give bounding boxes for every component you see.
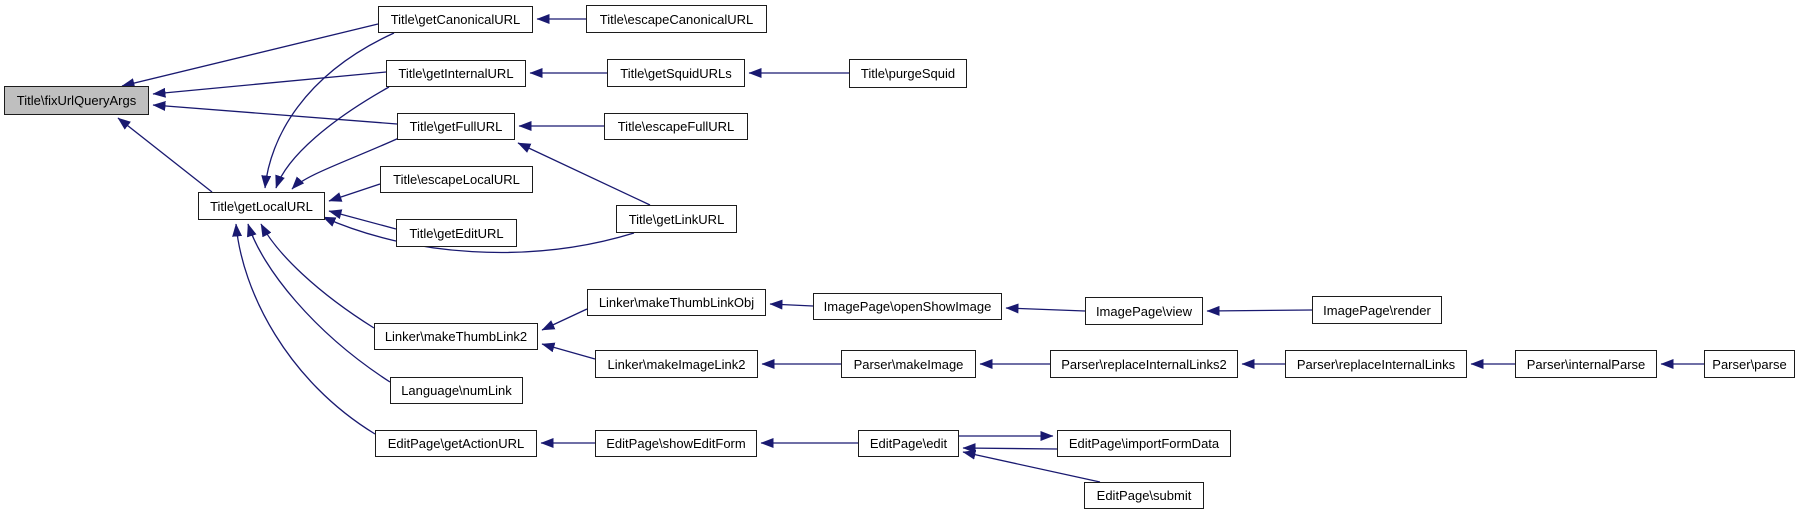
graph-node-makeImage[interactable]: Parser\makeImage	[841, 350, 976, 378]
graph-node-parse[interactable]: Parser\parse	[1704, 350, 1795, 378]
graph-node-label: Title\getLocalURL	[210, 198, 313, 214]
edge-getFullURL-to-getLocalURL	[291, 137, 400, 190]
graph-node-replaceInternalLinks[interactable]: Parser\replaceInternalLinks	[1285, 350, 1467, 378]
edge-importFormData-to-edit	[962, 443, 1058, 454]
graph-node-numLink[interactable]: Language\numLink	[390, 377, 523, 404]
graph-node-label: Linker\makeThumbLinkObj	[598, 295, 755, 310]
graph-node-label: EditPage\getActionURL	[387, 436, 525, 451]
graph-node-label: Title\getEditURL	[409, 225, 504, 241]
graph-node-render[interactable]: ImagePage\render	[1312, 296, 1442, 324]
edge-escapeLocalURL-to-getLocalURL	[328, 183, 381, 202]
graph-node-label: Title\getSquidURLs	[620, 65, 732, 81]
graph-node-makeThumbLink2[interactable]: Linker\makeThumbLink2	[374, 323, 538, 350]
graph-node-label: Parser\makeImage	[853, 356, 964, 372]
graph-node-getEditURL[interactable]: Title\getEditURL	[396, 219, 517, 247]
graph-node-getCanonicalURL[interactable]: Title\getCanonicalURL	[378, 6, 533, 33]
graph-node-label: Linker\makeImageLink2	[607, 356, 746, 372]
edge-makeThumbLinkObj-to-makeThumbLink2	[541, 308, 588, 331]
graph-node-getFullURL[interactable]: Title\getFullURL	[397, 113, 515, 140]
graph-node-openShowImage[interactable]: ImagePage\openShowImage	[813, 293, 1002, 320]
edge-makeThumbLink2-to-getLocalURL	[260, 223, 375, 329]
graph-node-escapeLocalURL[interactable]: Title\escapeLocalURL	[380, 166, 533, 193]
graph-node-replaceInternalLinks2[interactable]: Parser\replaceInternalLinks2	[1050, 350, 1238, 378]
graph-node-label: Parser\parse	[1712, 356, 1787, 372]
graph-node-label: EditPage\edit	[869, 436, 948, 451]
graph-node-label: Parser\internalParse	[1526, 356, 1646, 372]
graph-node-label: Title\escapeLocalURL	[393, 172, 520, 187]
edge-getFullURL-to-fixUrlQueryArgs	[152, 100, 398, 125]
graph-node-purgeSquid[interactable]: Title\purgeSquid	[849, 59, 967, 88]
graph-node-escapeFullURL[interactable]: Title\escapeFullURL	[604, 113, 748, 140]
graph-node-label: Title\getInternalURL	[398, 66, 514, 81]
edge-getInternalURL-to-fixUrlQueryArgs	[152, 71, 387, 98]
edge-getEditURL-to-getLocalURL	[328, 209, 397, 230]
graph-node-label: Title\fixUrlQueryArgs	[16, 93, 137, 108]
graph-node-label: Language\numLink	[401, 383, 512, 398]
graph-node-getSquidURLs[interactable]: Title\getSquidURLs	[607, 59, 745, 87]
edge-getLinkURL-to-getLocalURL	[322, 216, 635, 254]
graph-node-label: Linker\makeThumbLink2	[384, 329, 528, 344]
graph-node-getInternalURL[interactable]: Title\getInternalURL	[386, 60, 526, 87]
graph-node-label: Parser\replaceInternalLinks	[1296, 356, 1456, 372]
graph-node-makeImageLink2[interactable]: Linker\makeImageLink2	[595, 350, 758, 378]
graph-node-label: Title\getCanonicalURL	[390, 12, 521, 27]
graph-node-label: EditPage\importFormData	[1068, 436, 1220, 451]
graph-node-label: ImagePage\render	[1323, 302, 1431, 318]
graph-node-edit[interactable]: EditPage\edit	[858, 430, 959, 457]
edge-makeImageLink2-to-makeThumbLink2	[541, 342, 596, 360]
edge-render-to-view	[1206, 305, 1313, 316]
edge-view-to-openShowImage	[1005, 303, 1086, 314]
graph-node-label: Title\purgeSquid	[860, 66, 956, 81]
graph-node-submit[interactable]: EditPage\submit	[1084, 482, 1204, 509]
edge-openShowImage-to-makeThumbLinkObj	[769, 299, 814, 310]
graph-node-getLocalURL[interactable]: Title\getLocalURL	[198, 192, 325, 220]
graph-node-makeThumbLinkObj[interactable]: Linker\makeThumbLinkObj	[587, 289, 766, 316]
graph-node-label: EditPage\submit	[1096, 488, 1192, 503]
graph-node-label: ImagePage\openShowImage	[823, 299, 992, 314]
edge-submit-to-edit	[962, 449, 1101, 483]
graph-node-label: Title\escapeCanonicalURL	[599, 11, 754, 27]
graph-node-getLinkURL[interactable]: Title\getLinkURL	[616, 205, 737, 233]
graph-node-label: ImagePage\view	[1095, 303, 1193, 319]
graph-node-escapeCanonicalURL[interactable]: Title\escapeCanonicalURL	[586, 5, 767, 33]
graph-node-internalParse[interactable]: Parser\internalParse	[1515, 350, 1657, 378]
edge-getLocalURL-to-fixUrlQueryArgs	[117, 117, 213, 193]
graph-node-label: Title\escapeFullURL	[617, 119, 735, 134]
graph-node-label: Title\getLinkURL	[628, 211, 725, 227]
edge-getLinkURL-to-getFullURL	[517, 142, 651, 206]
graph-node-label: EditPage\showEditForm	[606, 436, 746, 451]
graph-node-fixUrlQueryArgs[interactable]: Title\fixUrlQueryArgs	[4, 86, 149, 115]
graph-node-label: Parser\replaceInternalLinks2	[1061, 356, 1227, 372]
edge-getActionURL-to-getLocalURL	[232, 223, 376, 435]
edge-numLink-to-getLocalURL	[247, 223, 391, 383]
edge-getInternalURL-to-getLocalURL	[275, 86, 390, 189]
graph-node-showEditForm[interactable]: EditPage\showEditForm	[595, 430, 757, 457]
graph-node-view[interactable]: ImagePage\view	[1085, 297, 1203, 325]
edge-getCanonicalURL-to-fixUrlQueryArgs	[121, 23, 379, 88]
graph-node-importFormData[interactable]: EditPage\importFormData	[1057, 430, 1231, 457]
edge-getCanonicalURL-to-getLocalURL	[261, 32, 395, 189]
graph-node-getActionURL[interactable]: EditPage\getActionURL	[375, 430, 537, 457]
graph-node-label: Title\getFullURL	[409, 119, 503, 134]
